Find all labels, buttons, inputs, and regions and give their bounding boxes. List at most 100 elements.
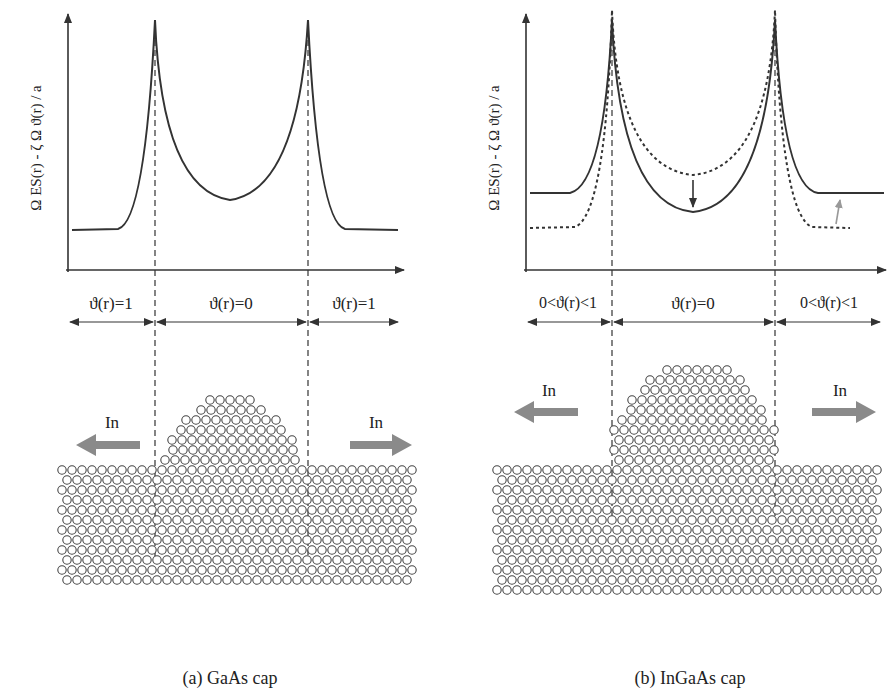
atom <box>199 446 207 454</box>
atom <box>63 476 71 484</box>
atom <box>713 526 721 534</box>
atom <box>213 536 221 544</box>
atom <box>233 516 241 524</box>
atom <box>198 506 206 514</box>
atom <box>218 466 226 474</box>
atom <box>288 486 296 494</box>
atom <box>273 476 281 484</box>
atom <box>743 546 751 554</box>
atom <box>388 526 396 534</box>
atom <box>153 496 161 504</box>
atom <box>613 586 621 594</box>
atom <box>223 556 231 564</box>
atom <box>128 566 136 574</box>
atom <box>198 546 206 554</box>
atom <box>143 576 151 584</box>
atom <box>163 516 171 524</box>
atom <box>833 526 841 534</box>
atom <box>730 446 738 454</box>
atom <box>508 576 516 584</box>
species-label: In <box>105 414 119 431</box>
atom <box>191 456 199 464</box>
atom <box>760 446 768 454</box>
atom <box>128 486 136 494</box>
atom <box>628 576 636 584</box>
atom <box>568 496 576 504</box>
atom <box>625 436 633 444</box>
atom <box>358 526 366 534</box>
atom <box>383 556 391 564</box>
atom <box>668 416 676 424</box>
atom <box>228 466 236 474</box>
atom <box>688 536 696 544</box>
atom <box>206 396 214 404</box>
atom <box>773 486 781 494</box>
atom <box>647 406 655 414</box>
atom <box>708 496 716 504</box>
atom <box>133 536 141 544</box>
atom <box>778 576 786 584</box>
atom <box>543 586 551 594</box>
atom <box>293 516 301 524</box>
atom <box>348 566 356 574</box>
atom <box>743 466 751 474</box>
atom <box>508 536 516 544</box>
atom <box>863 466 871 474</box>
atom <box>863 546 871 554</box>
atom <box>293 536 301 544</box>
atom <box>103 516 111 524</box>
atom <box>408 506 416 514</box>
axis-label: Ω ES(r) - ζ Ω ϑ(r) / a <box>487 85 502 210</box>
atom <box>408 566 416 574</box>
atom <box>578 476 586 484</box>
atom <box>603 586 611 594</box>
atom <box>543 526 551 534</box>
atom <box>257 406 265 414</box>
atom <box>178 566 186 574</box>
atom <box>661 386 669 394</box>
atom <box>373 536 381 544</box>
atom <box>828 516 836 524</box>
atom <box>763 566 771 574</box>
atom <box>188 436 196 444</box>
atom <box>118 526 126 534</box>
atom <box>711 386 719 394</box>
atom <box>241 456 249 464</box>
atom <box>658 516 666 524</box>
atom <box>803 526 811 534</box>
atom <box>202 416 210 424</box>
atom <box>828 476 836 484</box>
atom <box>498 556 506 564</box>
atom <box>298 466 306 474</box>
atom <box>113 496 121 504</box>
atom <box>183 496 191 504</box>
atom <box>353 556 361 564</box>
atom <box>768 556 776 564</box>
atom <box>493 546 501 554</box>
atom <box>713 506 721 514</box>
atom <box>707 406 715 414</box>
atom <box>793 566 801 574</box>
atom <box>143 556 151 564</box>
atom <box>303 576 311 584</box>
atom <box>523 506 531 514</box>
atom <box>243 476 251 484</box>
atom <box>83 576 91 584</box>
atom <box>348 506 356 514</box>
atom <box>558 536 566 544</box>
atom <box>628 536 636 544</box>
atom <box>563 506 571 514</box>
atom <box>610 446 618 454</box>
atom <box>498 476 506 484</box>
atom <box>293 496 301 504</box>
atom <box>653 586 661 594</box>
atom <box>648 496 656 504</box>
atom <box>705 456 713 464</box>
atom <box>653 566 661 574</box>
atom <box>503 546 511 554</box>
atom <box>668 476 676 484</box>
atom <box>259 446 267 454</box>
atom <box>593 566 601 574</box>
atom <box>568 476 576 484</box>
atom <box>628 396 636 404</box>
